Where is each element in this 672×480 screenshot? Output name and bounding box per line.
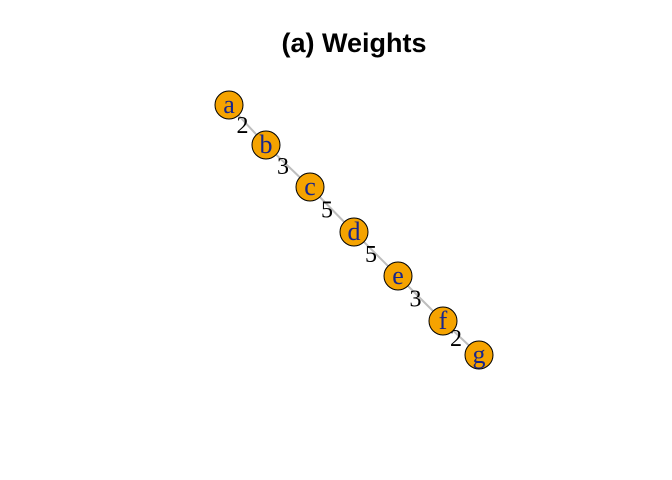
node-circle	[214, 90, 244, 120]
node-label: e	[392, 261, 404, 290]
node-d: d	[339, 217, 369, 247]
edge-weight-label: 2	[450, 326, 462, 352]
node-e: e	[383, 261, 413, 291]
edge-weight-label: 2	[237, 113, 249, 139]
node-g: g	[464, 340, 494, 370]
node-b: b	[251, 130, 281, 160]
node-a: a	[214, 90, 244, 120]
node-circle	[339, 217, 369, 247]
edge-weight-label: 5	[365, 242, 377, 268]
node-label: a	[223, 90, 235, 119]
diagram-title: (a) Weights	[281, 28, 426, 58]
node-circle	[251, 130, 281, 160]
node-circle	[383, 261, 413, 291]
edge-weight-label: 3	[410, 287, 422, 313]
node-f: f	[428, 306, 458, 336]
node-circle	[464, 340, 494, 370]
node-circle	[428, 306, 458, 336]
node-label: g	[473, 340, 486, 369]
node-circle	[295, 172, 325, 202]
nodes-layer: ab c d e fg	[214, 90, 494, 370]
node-label: d	[348, 217, 361, 246]
edge-weight-label: 3	[277, 154, 289, 180]
node-label: b	[260, 130, 273, 159]
node-c: c	[295, 172, 325, 202]
edge-weight-label: 5	[321, 198, 333, 224]
node-label: f	[439, 306, 448, 335]
node-label: c	[304, 172, 316, 201]
